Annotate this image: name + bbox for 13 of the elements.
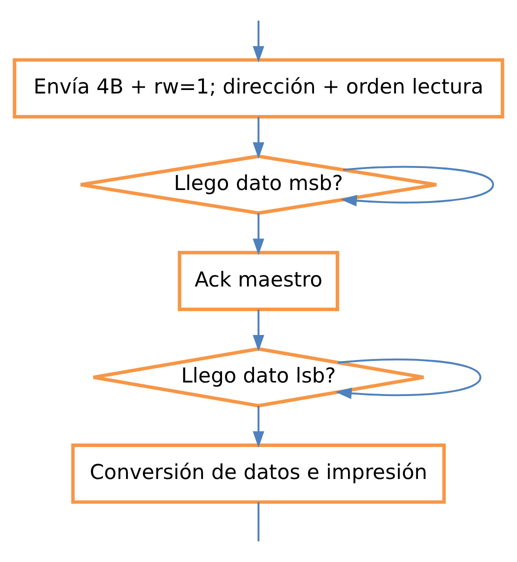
node-box: Conversión de datos e impresión bbox=[71, 443, 446, 504]
arrow bbox=[252, 213, 264, 256]
arrow bbox=[340, 166, 494, 206]
arrow bbox=[252, 406, 264, 448]
connector bbox=[258, 502, 260, 542]
arrow bbox=[252, 20, 264, 63]
arrow bbox=[252, 310, 264, 352]
arrow bbox=[335, 358, 482, 400]
node-diamond: Llego dato msb? bbox=[78, 154, 438, 215]
node-diamond: Llego dato lsb? bbox=[92, 347, 426, 408]
arrow bbox=[252, 116, 264, 159]
node-box: Ack maestro bbox=[178, 250, 340, 312]
node-box: Envía 4B + rw=1; dirección + orden lectura bbox=[12, 58, 504, 119]
